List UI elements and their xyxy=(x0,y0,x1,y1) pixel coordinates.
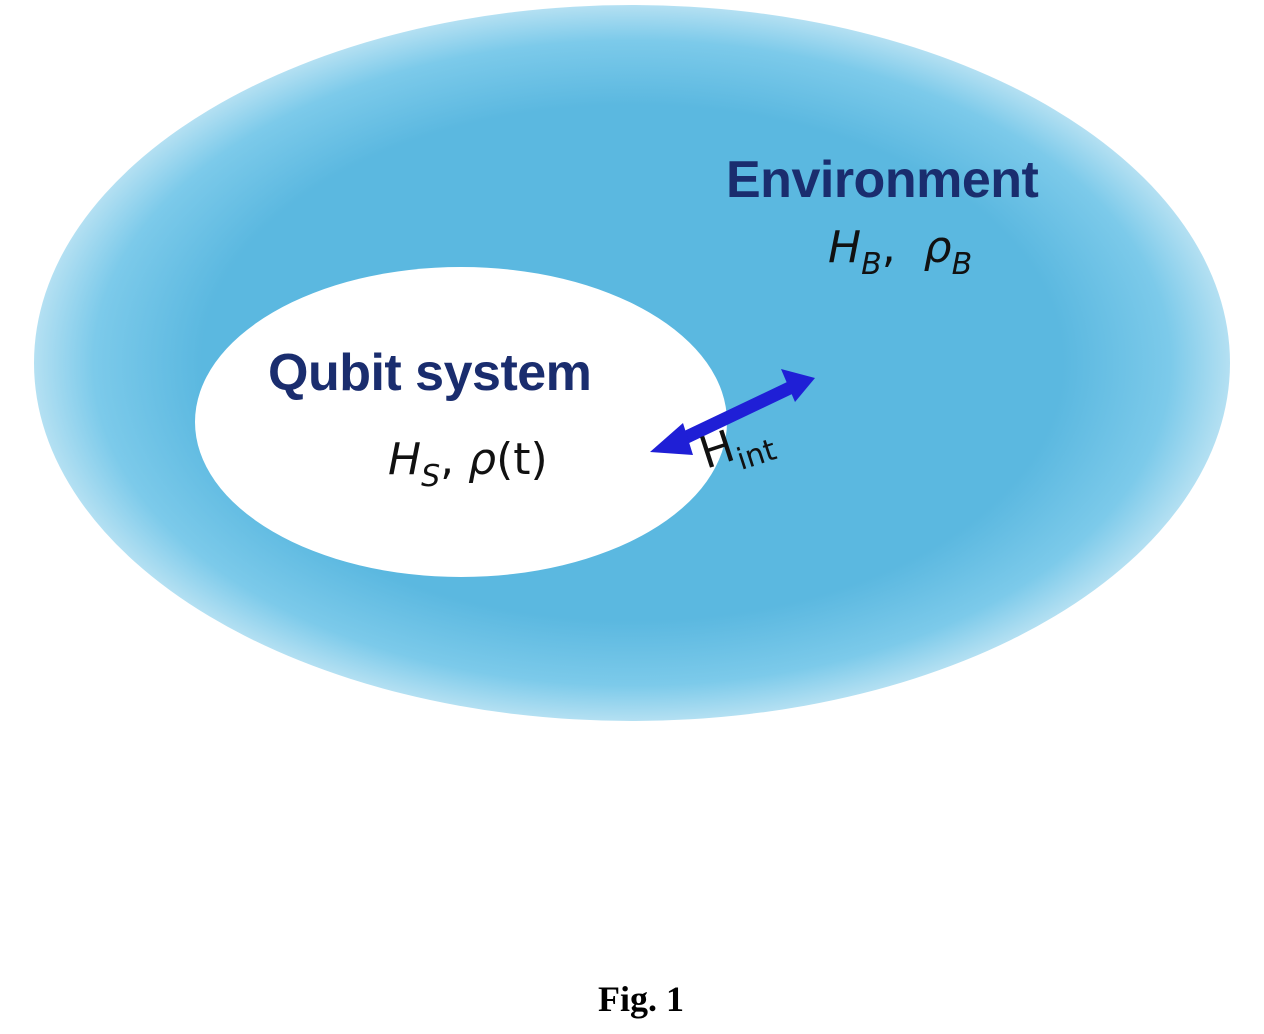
interaction-arrow-icon xyxy=(650,369,815,455)
system-state: ρ xyxy=(468,434,497,485)
qubit-system-equation: HS, ρ(t) xyxy=(388,434,548,494)
system-hamiltonian: H xyxy=(388,434,422,485)
system-separator: , xyxy=(440,434,455,485)
system-hamiltonian-sub: S xyxy=(421,459,441,494)
environment-separator: , xyxy=(881,222,896,273)
environment-title: Environment xyxy=(726,151,1039,209)
environment-equation: HB, ρB xyxy=(828,222,972,282)
system-state-arg: (t) xyxy=(496,434,548,485)
environment-state-sub: B xyxy=(951,247,973,282)
environment-hamiltonian: H xyxy=(828,222,862,273)
figure-caption: Fig. 1 xyxy=(598,979,684,1019)
qubit-system-ellipse xyxy=(195,267,727,577)
environment-hamiltonian-sub: B xyxy=(861,247,882,282)
environment-state: ρ xyxy=(923,222,952,273)
qubit-system-title: Qubit system xyxy=(268,344,592,402)
